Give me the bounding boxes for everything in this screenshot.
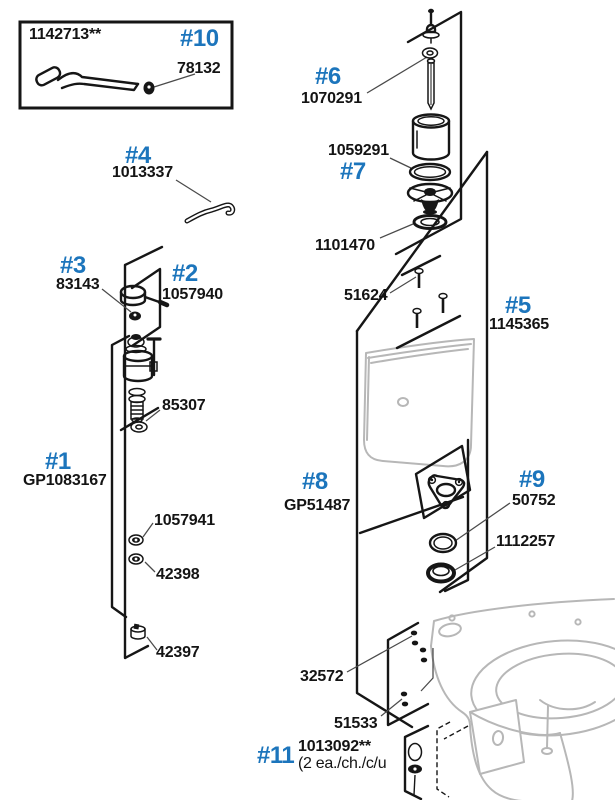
callout-7: #7 bbox=[340, 158, 366, 185]
part-number-1057940: 1057940 bbox=[162, 286, 223, 303]
callout-8: #8 bbox=[302, 468, 328, 495]
fill-valve-assembly bbox=[119, 284, 170, 640]
flush-valve-assembly bbox=[406, 8, 454, 230]
part-number-1142713: 1142713** bbox=[29, 26, 102, 43]
part-number-42397: 42397 bbox=[156, 644, 200, 661]
part-number-1112257: 1112257 bbox=[496, 533, 556, 550]
callout-5: #5 bbox=[505, 292, 531, 319]
part-number-GP1083167: GP1083167 bbox=[23, 472, 107, 489]
part-number-1057941: 1057941 bbox=[154, 512, 215, 529]
callout-6: #6 bbox=[315, 63, 341, 90]
callout-4: #4 bbox=[125, 142, 151, 169]
part-number-83143: 83143 bbox=[56, 276, 100, 293]
callout-9: #9 bbox=[519, 466, 545, 493]
part-number-1013337: 1013337 bbox=[112, 164, 173, 181]
tank-bolts bbox=[412, 267, 448, 328]
part-number-1070291: 1070291 bbox=[301, 90, 362, 107]
part-number-78132: 78132 bbox=[177, 60, 221, 77]
part-number-42398: 42398 bbox=[156, 566, 200, 583]
callout-2: #2 bbox=[172, 260, 198, 287]
part-number-1059291: 1059291 bbox=[328, 142, 389, 159]
part-number-1013092: 1013092** bbox=[298, 738, 371, 755]
leader-lines bbox=[101, 56, 511, 717]
trip-lever-drawing bbox=[35, 66, 155, 95]
part-number-51624: 51624 bbox=[344, 287, 388, 304]
callout-3: #3 bbox=[60, 252, 86, 279]
quantity-note: (2 ea./ch./c/u bbox=[298, 755, 387, 772]
part-number-50752: 50752 bbox=[512, 492, 556, 509]
bowl-drawing bbox=[430, 598, 615, 800]
part-number-1101470: 1101470 bbox=[315, 237, 376, 254]
callout-1: #1 bbox=[45, 448, 71, 475]
part-number-1145365: 1145365 bbox=[489, 316, 550, 333]
callout-11: #11 bbox=[257, 742, 295, 769]
part-number-85307: 85307 bbox=[162, 397, 206, 414]
part-number-51533: 51533 bbox=[334, 715, 378, 732]
panel-lines bbox=[18, 10, 489, 800]
bolt-cap-kit bbox=[407, 742, 423, 796]
refill-tube-drawing bbox=[184, 202, 236, 224]
gasket-plate-assembly bbox=[426, 474, 466, 584]
part-number-32572: 32572 bbox=[300, 668, 344, 685]
tank-drawing bbox=[363, 338, 475, 468]
part-number-GP51487: GP51487 bbox=[284, 497, 351, 514]
tank-to-bowl-hardware bbox=[400, 630, 434, 707]
callout-10: #10 bbox=[180, 25, 219, 52]
